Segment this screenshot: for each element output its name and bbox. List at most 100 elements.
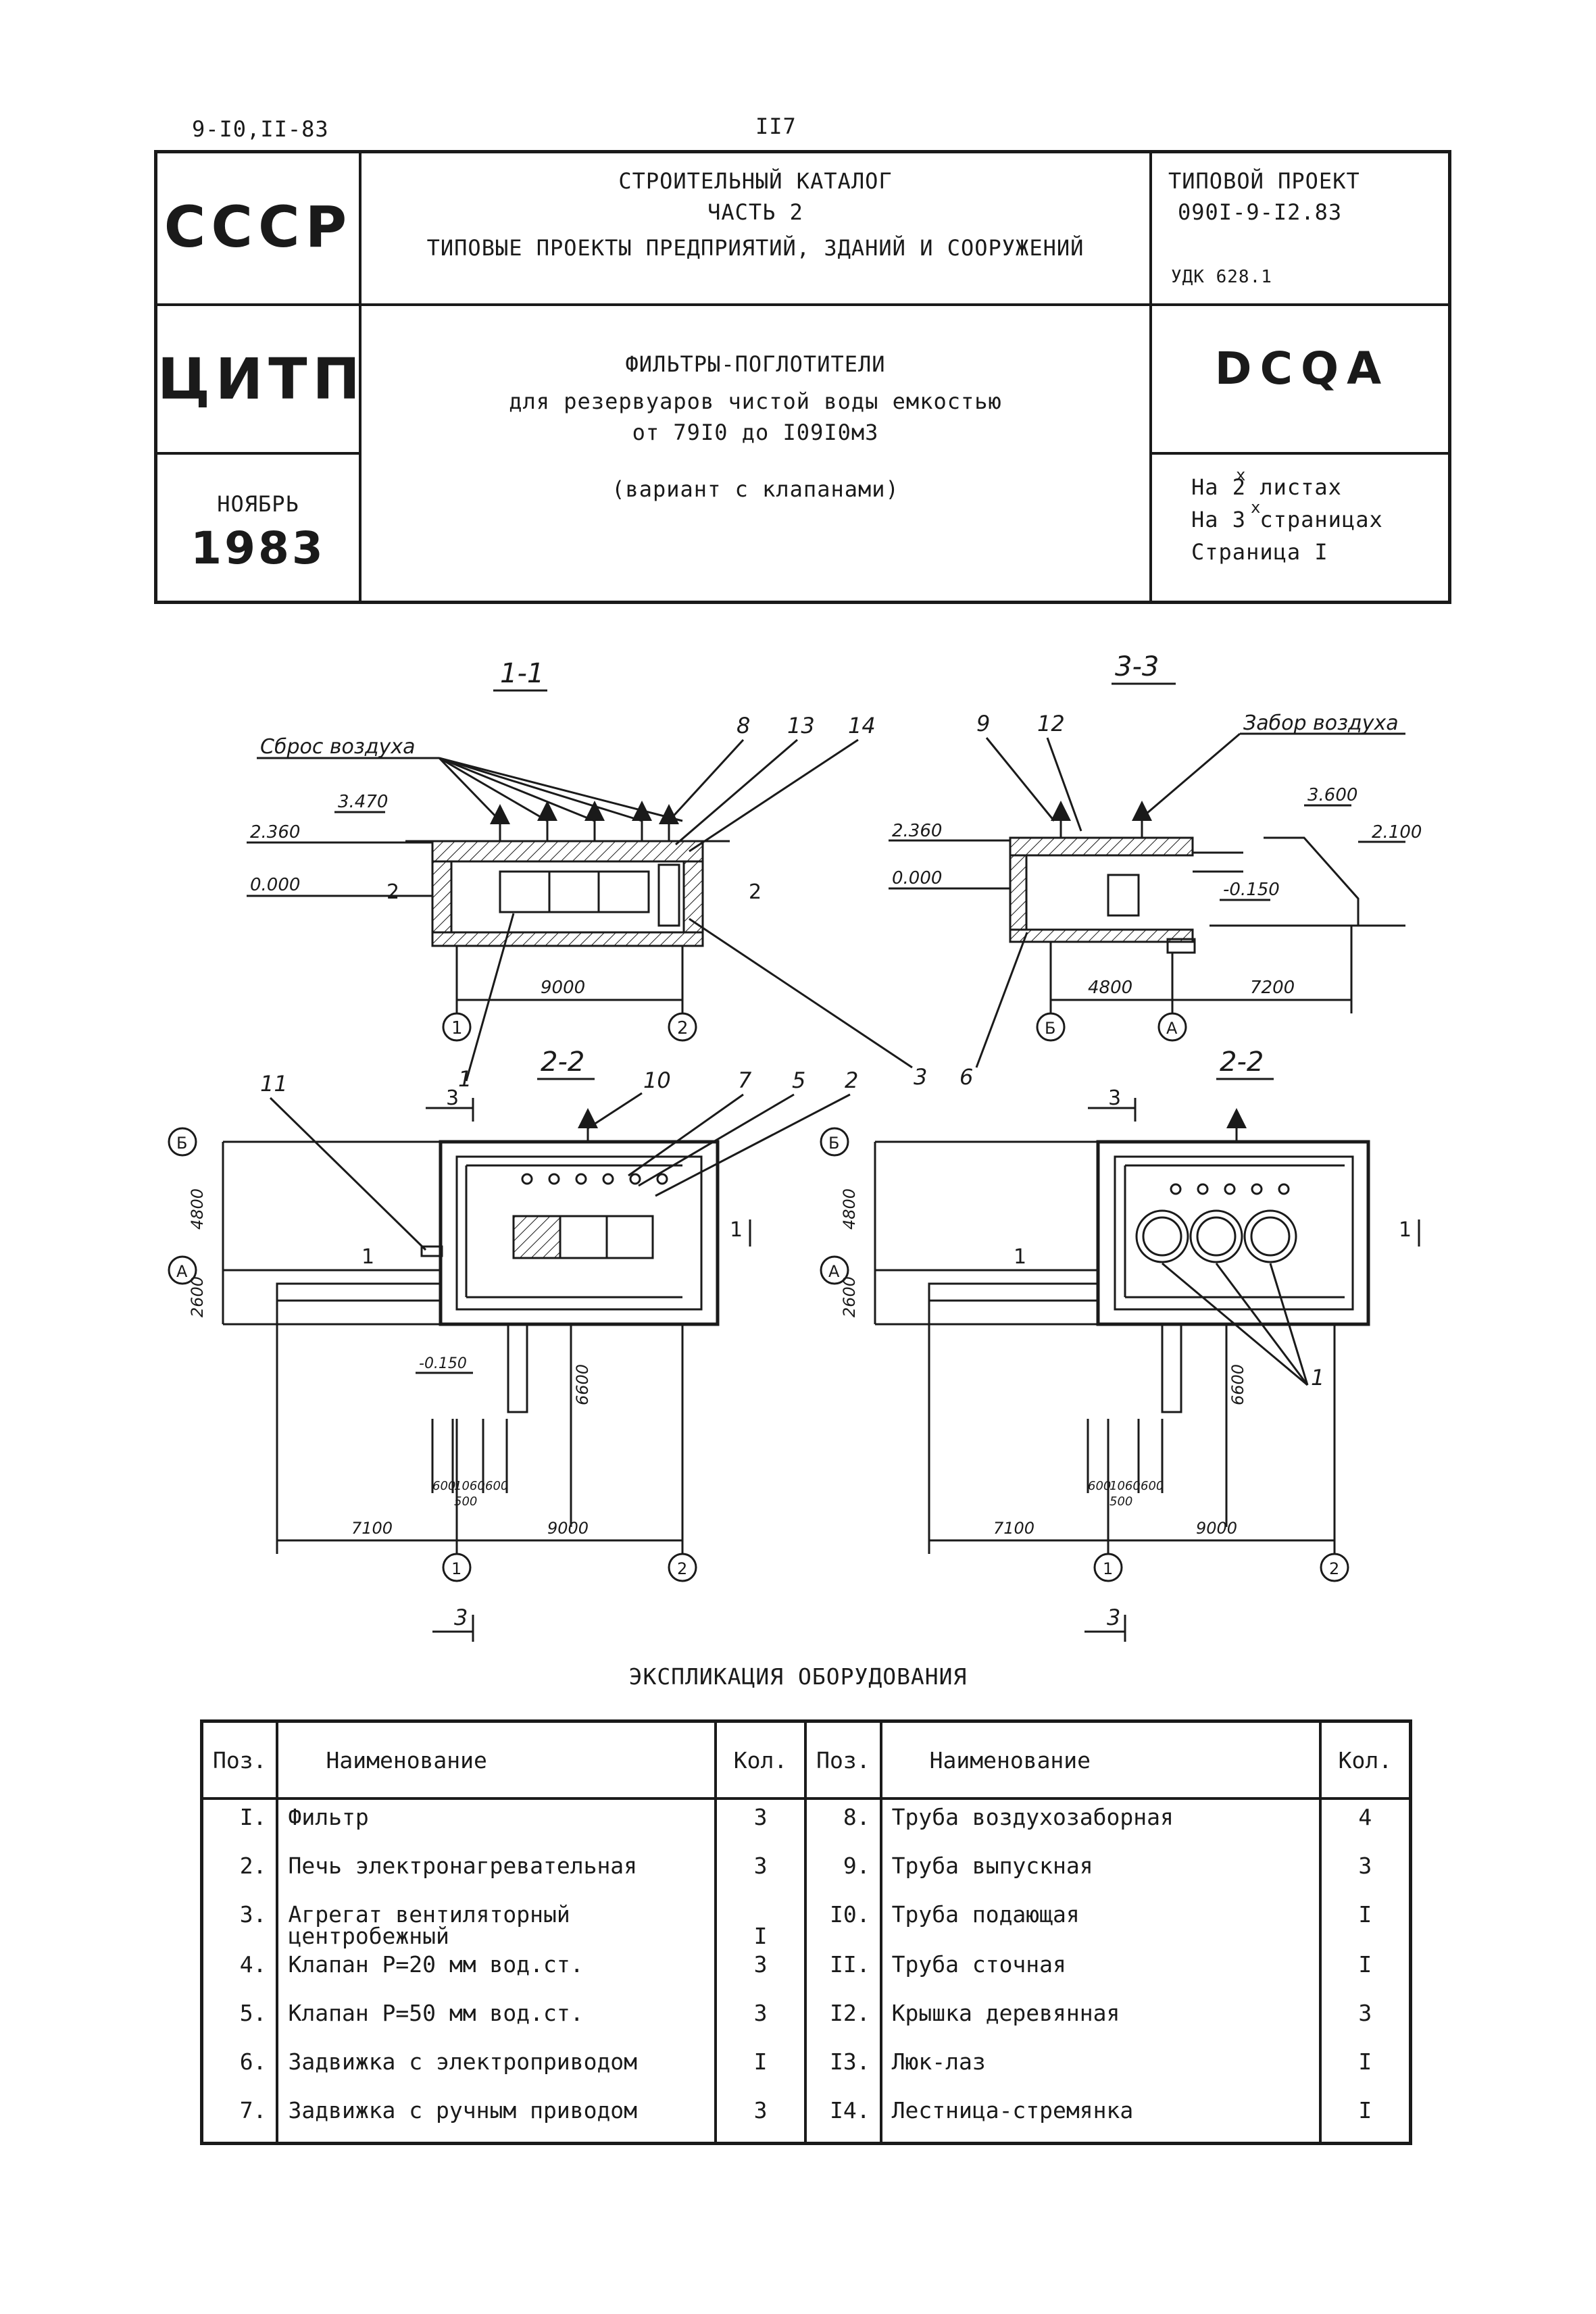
section-3-3: 3-3 Забор воздуха 9 12 2.360 0.000 3.600… [889, 651, 1422, 1068]
row-name: Клапан Р=50 мм вод.ст. [276, 1996, 717, 2044]
leader-3: 3 [914, 1064, 927, 1090]
org-mid: ЦИТП [157, 346, 366, 412]
small-dim-500: 500 [454, 1494, 477, 1509]
catalog-line3: ТИПОВЫЕ ПРОЕКТЫ ПРЕДПРИЯТИЙ, ЗДАНИЙ И СО… [426, 235, 1084, 261]
header-pos-right: Поз. [804, 1721, 882, 1800]
dim-7100-right: 7100 [993, 1519, 1034, 1538]
table-row: I. Фильтр 3 8. Труба воздухозаборная 4 [200, 1799, 1412, 1848]
dim-2600-right: 2600 [840, 1276, 859, 1317]
catalog-block: СТРОИТЕЛЬНЫЙ КАТАЛОГ ЧАСТЬ 2 ТИПОВЫЕ ПРО… [361, 166, 1149, 268]
table-header-row: Поз. Наименование Кол. Поз. Наименование… [200, 1721, 1412, 1800]
row-pos: I3. [804, 2044, 882, 2093]
sheets-count: На 2 листах [1191, 474, 1342, 500]
title-line3: от 79I0 до I09I0м3 [632, 420, 879, 445]
title-line2: для резервуаров чистой воды емкостью [509, 388, 1002, 414]
header-name-right: Наименование [879, 1721, 1322, 1800]
row-pos: 4. [200, 1947, 279, 1996]
header-pos-left: Поз. [200, 1721, 279, 1800]
cut-3-bottom-left: 3 [454, 1605, 468, 1630]
cut-3-bottom-right: 3 [1107, 1605, 1120, 1630]
axis-right-b: Б [828, 1134, 839, 1153]
cut-1-left: 1 [361, 1245, 374, 1269]
org-top: СССР [164, 194, 353, 260]
table-row: 5. Клапан Р=50 мм вод.ст. 3 I2. Крышка д… [200, 1996, 1412, 2044]
project-code: DCQA [1214, 343, 1390, 395]
axis-3-3-a: А [1166, 1019, 1178, 1038]
axis-right-1: 1 [1103, 1559, 1113, 1578]
small-dim-600-a: 600 [432, 1479, 455, 1493]
section-3-3-title: 3-3 [1115, 651, 1159, 682]
row-qty: 3 [714, 2093, 807, 2144]
axis-right-2: 2 [1329, 1559, 1339, 1578]
header-qty-left: Кол. [714, 1721, 807, 1800]
row-name: Лестница-стремянка [879, 2093, 1322, 2144]
small-dim-1060-right: 1060 [1109, 1479, 1141, 1493]
row-name: Клапан Р=20 мм вод.ст. [276, 1947, 717, 1996]
leader-9: 9 [976, 711, 990, 736]
dim-7200-3-3: 7200 [1250, 978, 1295, 998]
table-row: 3. Агрегат вентиляторный центробежный I … [200, 1897, 1412, 1947]
date-month: НОЯБРЬ [217, 491, 299, 517]
leader-7: 7 [738, 1067, 752, 1093]
level-2360: 2.360 [250, 822, 300, 842]
equipment-table: Поз. Наименование Кол. Поз. Наименование… [200, 1719, 1412, 2145]
small-dim-600-b-right: 600 [1141, 1479, 1164, 1493]
row-name: Труба воздухозаборная [879, 1799, 1322, 1848]
project-number: 090I-9-I2.83 [1178, 199, 1343, 225]
row-name: Задвижка с ручным приводом [276, 2093, 717, 2144]
leader-13: 13 [787, 713, 815, 738]
dim-9000-left: 9000 [547, 1519, 589, 1538]
dim-4800-3-3: 4800 [1088, 978, 1132, 998]
leader-10: 10 [643, 1067, 671, 1093]
row-name: Труба сточная [879, 1947, 1322, 1996]
cut-1-right-right: 1 [1399, 1218, 1412, 1242]
row-qty: I [1318, 1897, 1412, 1947]
plan-left-title: 2-2 [541, 1047, 584, 1078]
leader-5: 5 [792, 1067, 805, 1093]
project-label: ТИПОВОЙ ПРОЕКТ [1168, 168, 1360, 194]
row-name: Труба выпускная [879, 1848, 1322, 1897]
row-qty: 3 [714, 1799, 807, 1848]
section-1-1-title: 1-1 [500, 658, 544, 689]
title-line1: ФИЛЬТРЫ-ПОГЛОТИТЕЛИ [625, 351, 886, 377]
air-intake-label: Забор воздуха [1243, 711, 1399, 735]
small-dim-600-a-right: 600 [1088, 1479, 1111, 1493]
dim-6600-left: 6600 [573, 1364, 592, 1405]
level-3-3-0000: 0.000 [892, 868, 942, 888]
level-3600: 3.600 [1307, 785, 1357, 805]
row-name: Агрегат вентиляторный центробежный [276, 1897, 717, 1947]
air-exhaust-label: Сброс воздуха [260, 735, 416, 759]
axis-left-2: 2 [677, 1559, 687, 1578]
title-line4: (вариант с клапанами) [612, 476, 899, 502]
row-pos: I4. [804, 2093, 882, 2144]
level-minus-0150: -0.150 [419, 1355, 467, 1372]
row-pos: 2. [200, 1848, 279, 1897]
small-dim-1060: 1060 [454, 1479, 485, 1493]
plan-2-2-right: 2-2 1 3 1 1 4800 2600 Б А 660 [820, 1047, 1420, 1642]
axis-left-b: Б [176, 1134, 187, 1153]
header-name-left: Наименование [276, 1721, 717, 1800]
row-pos: 9. [804, 1848, 882, 1897]
row-pos: I2. [804, 1996, 882, 2044]
level-minus-0150-3-3: -0.150 [1223, 880, 1280, 900]
dim-9000-1-1: 9000 [541, 978, 585, 998]
table-title: ЭКСПЛИКАЦИЯ ОБОРУДОВАНИЯ [628, 1663, 968, 1690]
plan-right-title: 2-2 [1220, 1047, 1264, 1078]
cut-2-left: 2 [386, 880, 399, 904]
page-number: II7 [755, 114, 797, 139]
leader-8: 8 [737, 713, 750, 738]
dim-4800-left: 4800 [188, 1188, 207, 1230]
level-0000: 0.000 [250, 875, 300, 895]
axis-1-1-2: 2 [677, 1018, 689, 1038]
section-1-1: 1-1 Сброс воздуха 3.470 2.360 0.00 [247, 658, 913, 1082]
sheet-mark: x [1236, 466, 1247, 484]
catalog-line2: ЧАСТЬ 2 [707, 199, 803, 225]
leader-14: 14 [848, 713, 876, 738]
engineering-drawings: 1-1 Сброс воздуха 3.470 2.360 0.00 [168, 651, 1422, 1642]
date-year: 1983 [191, 522, 326, 574]
table-row: 7. Задвижка с ручным приводом 3 I4. Лест… [200, 2093, 1412, 2144]
dim-6600-right: 6600 [1228, 1364, 1247, 1405]
cut-2-right: 2 [749, 880, 762, 904]
axis-right-a: А [828, 1262, 840, 1281]
header-qty-right: Кол. [1318, 1721, 1412, 1800]
